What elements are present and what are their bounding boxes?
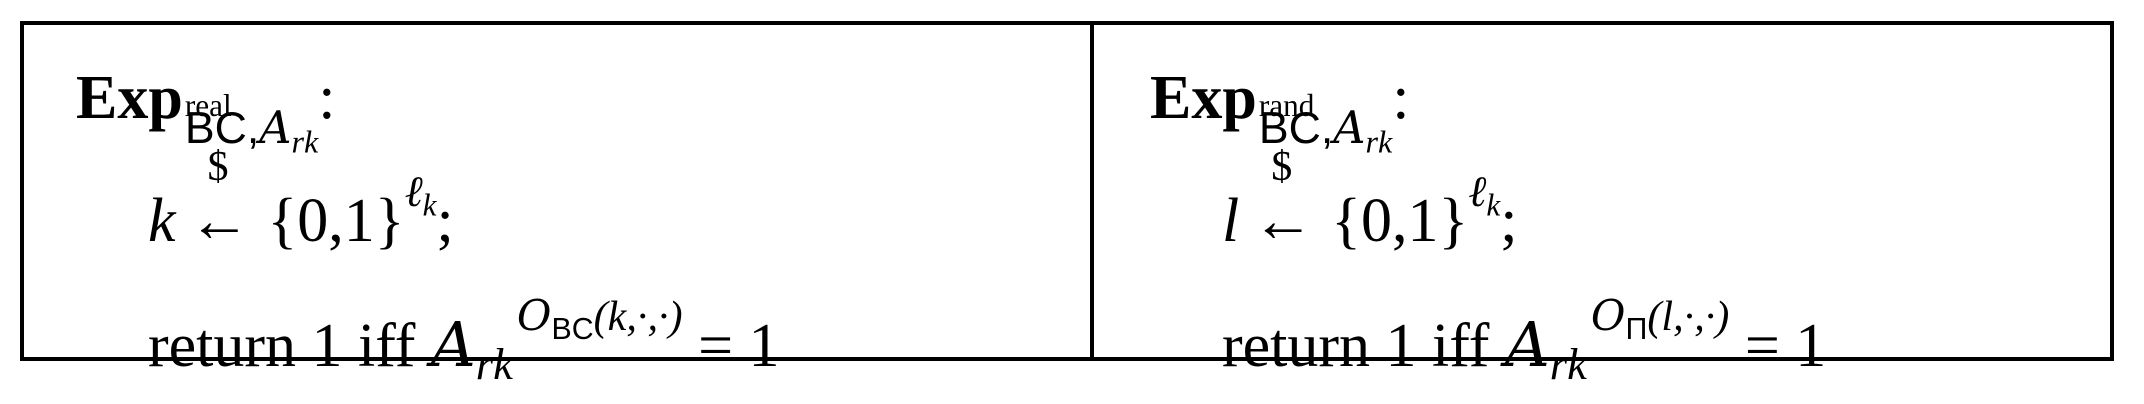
line-terminator: ; <box>436 187 454 255</box>
sampled-variable: k <box>148 187 176 255</box>
exp-colon: : <box>318 64 336 132</box>
adversary-symbol: A <box>430 307 476 381</box>
adversary-index: rk <box>475 339 513 390</box>
adversary-index: rk <box>1549 339 1587 390</box>
sampled-variable: l <box>1222 187 1240 255</box>
oracle-superscript: OΠ(l,·,·) <box>1590 291 1730 347</box>
return-line: return 1 iff ArkOΠ(l,·,·) = 1 <box>1222 291 1827 390</box>
return-prefix: return 1 iff <box>1222 311 1505 380</box>
oracle-superscript: OBC(k,·,·) <box>516 291 683 347</box>
sample-arrow-icon: $← <box>1252 144 1315 255</box>
exp-subscript: BC,Ark <box>184 101 319 160</box>
return-prefix: return 1 iff <box>148 311 431 380</box>
sample-arrow-icon: $← <box>188 144 251 255</box>
return-line: return 1 iff ArkOBC(k,·,·) = 1 <box>148 291 780 390</box>
exp-colon: : <box>1392 64 1410 132</box>
sample-line: k$←{0,1}ℓk; <box>148 144 454 255</box>
key-length-exponent: ℓk <box>1468 168 1501 223</box>
return-equals: = 1 <box>1729 311 1827 380</box>
sample-line: l$←{0,1}ℓk; <box>1222 144 1518 255</box>
line-terminator: ; <box>1500 187 1518 255</box>
key-length-exponent: ℓk <box>404 168 437 223</box>
key-space: {0,1} <box>267 187 405 255</box>
adversary-symbol: A <box>1504 307 1550 381</box>
key-space: {0,1} <box>1331 187 1469 255</box>
return-equals: = 1 <box>682 311 780 380</box>
exp-title: Exp <box>76 64 183 132</box>
exp-title: Exp <box>1150 64 1257 132</box>
exp-subscript: BC,Ark <box>1258 101 1393 160</box>
